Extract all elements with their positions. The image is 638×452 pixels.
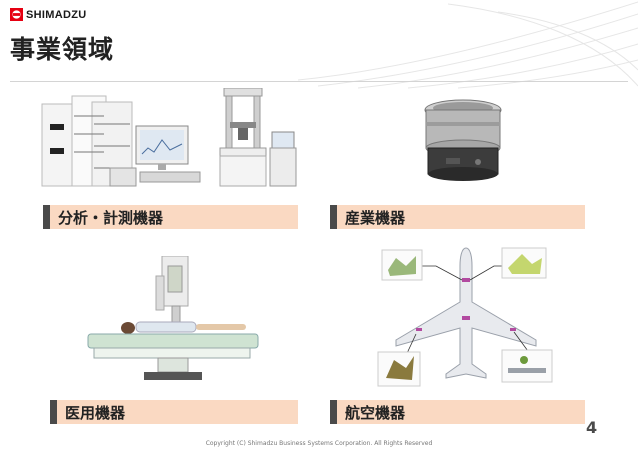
category-medical-label: 医用機器 bbox=[50, 400, 298, 424]
aerospace-equipment-image bbox=[377, 247, 553, 387]
analytical-instruments-image bbox=[41, 88, 297, 187]
category-industrial-label: 産業機器 bbox=[330, 205, 585, 229]
shimadzu-mark-icon bbox=[10, 8, 23, 21]
logo-text: SHIMADZU bbox=[26, 8, 87, 21]
background-curves bbox=[298, 1, 638, 89]
title-divider bbox=[10, 81, 628, 82]
medical-equipment-image bbox=[87, 256, 259, 380]
copyright-notice: Copyright (C) Shimadzu Business Systems … bbox=[205, 440, 433, 447]
shimadzu-logo: SHIMADZU bbox=[10, 8, 86, 21]
page-title: 事業領域 bbox=[10, 35, 115, 64]
page-number: 4 bbox=[586, 418, 598, 437]
category-analytical-label: 分析・計測機器 bbox=[43, 205, 298, 229]
industrial-equipment-image bbox=[424, 99, 502, 181]
category-aerospace-label: 航空機器 bbox=[330, 400, 585, 424]
